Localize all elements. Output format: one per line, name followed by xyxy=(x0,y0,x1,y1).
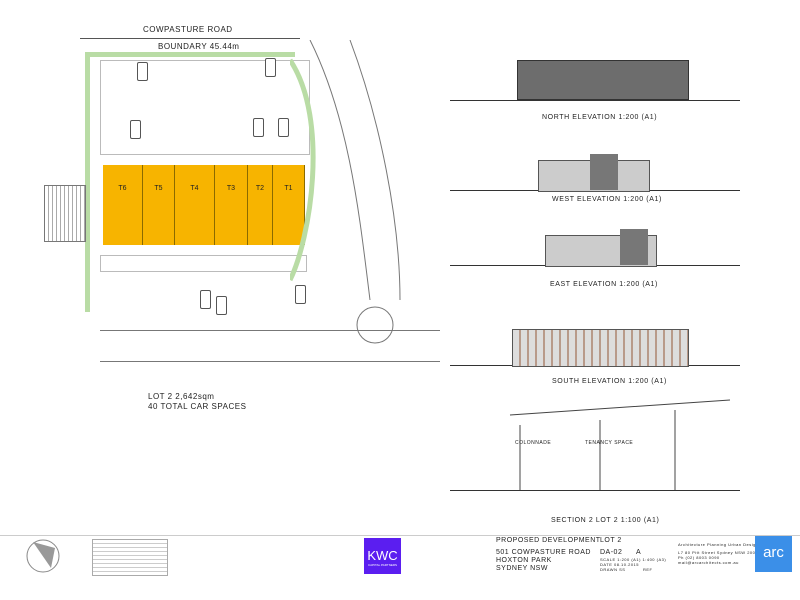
lot-area: LOT 2 2,642sqm xyxy=(148,392,215,401)
boundary-label: BOUNDARY 45.44m xyxy=(158,42,240,51)
west-elevation-title: WEST ELEVATION 1:200 (A1) xyxy=(552,196,662,203)
title-block-divider xyxy=(0,535,800,536)
landscape-strip xyxy=(85,52,90,312)
tenancy-t6: T6 xyxy=(103,165,143,245)
car xyxy=(265,58,276,77)
car-park xyxy=(100,60,310,155)
address-line: SYDNEY NSW xyxy=(496,565,548,572)
loading-dock xyxy=(44,185,86,242)
landscape-strip xyxy=(85,52,295,57)
kwc-logo: KWC CAPITAL PARTNERS xyxy=(364,538,401,574)
drawn-by: DRAWN SS xyxy=(600,567,626,572)
ref: REF xyxy=(643,567,653,572)
scale: SCALE 1:200 (A1) 1:400 (A3) xyxy=(600,557,667,562)
north-arrow-icon xyxy=(26,539,60,573)
date: DATE 08.10.2015 xyxy=(600,562,640,567)
section-drawing: COLONNADE TENANCY SPACE xyxy=(450,395,740,491)
firm-email: mail@arcarchitects.com.au xyxy=(678,560,739,565)
east-elevation-title: EAST ELEVATION 1:200 (A1) xyxy=(550,281,658,288)
tenancy-t1: T1 xyxy=(273,165,305,245)
car xyxy=(130,120,141,139)
address-line: 501 COWPASTURE ROAD xyxy=(496,549,591,556)
firm-phone: Ph (02) 8003 0090 xyxy=(678,555,720,560)
car xyxy=(295,285,306,304)
car xyxy=(200,290,211,309)
car xyxy=(278,118,289,137)
west-elevation-drawing xyxy=(450,150,740,192)
south-elevation-title: SOUTH ELEVATION 1:200 (A1) xyxy=(552,378,667,385)
arc-logo: arc xyxy=(755,536,792,572)
firm-address: L7 80 Pitt Street Sydney NSW 2000 xyxy=(678,550,759,555)
car xyxy=(253,118,264,137)
car xyxy=(216,296,227,315)
tenancy-t2: T2 xyxy=(248,165,273,245)
lot-label: LOT 2 xyxy=(600,537,622,544)
roundabout-road xyxy=(290,40,401,344)
revision-table xyxy=(92,539,168,576)
project-title: PROPOSED DEVELOPMENT xyxy=(496,537,601,544)
truck-way xyxy=(100,255,307,272)
revision: A xyxy=(636,549,642,556)
east-elevation-drawing xyxy=(450,225,740,267)
car xyxy=(137,62,148,81)
tenancy-t4: T4 xyxy=(175,165,215,245)
north-elevation-drawing xyxy=(450,48,740,101)
car-spaces: 40 TOTAL CAR SPACES xyxy=(148,402,247,411)
address-line: HOXTON PARK xyxy=(496,557,552,564)
tenancy-t5: T5 xyxy=(143,165,175,245)
section-title: SECTION 2 LOT 2 1:100 (A1) xyxy=(551,517,660,524)
firm-services: Architecture Planning Urban Design xyxy=(678,542,759,547)
road-name: COWPASTURE ROAD xyxy=(143,25,233,34)
south-elevation-drawing xyxy=(450,325,740,367)
drawing-number: DA-02 xyxy=(600,549,623,556)
access-road xyxy=(100,330,440,362)
north-elevation-title: NORTH ELEVATION 1:200 (A1) xyxy=(542,114,658,121)
tenancy-t3: T3 xyxy=(215,165,248,245)
road-edge xyxy=(80,38,300,39)
